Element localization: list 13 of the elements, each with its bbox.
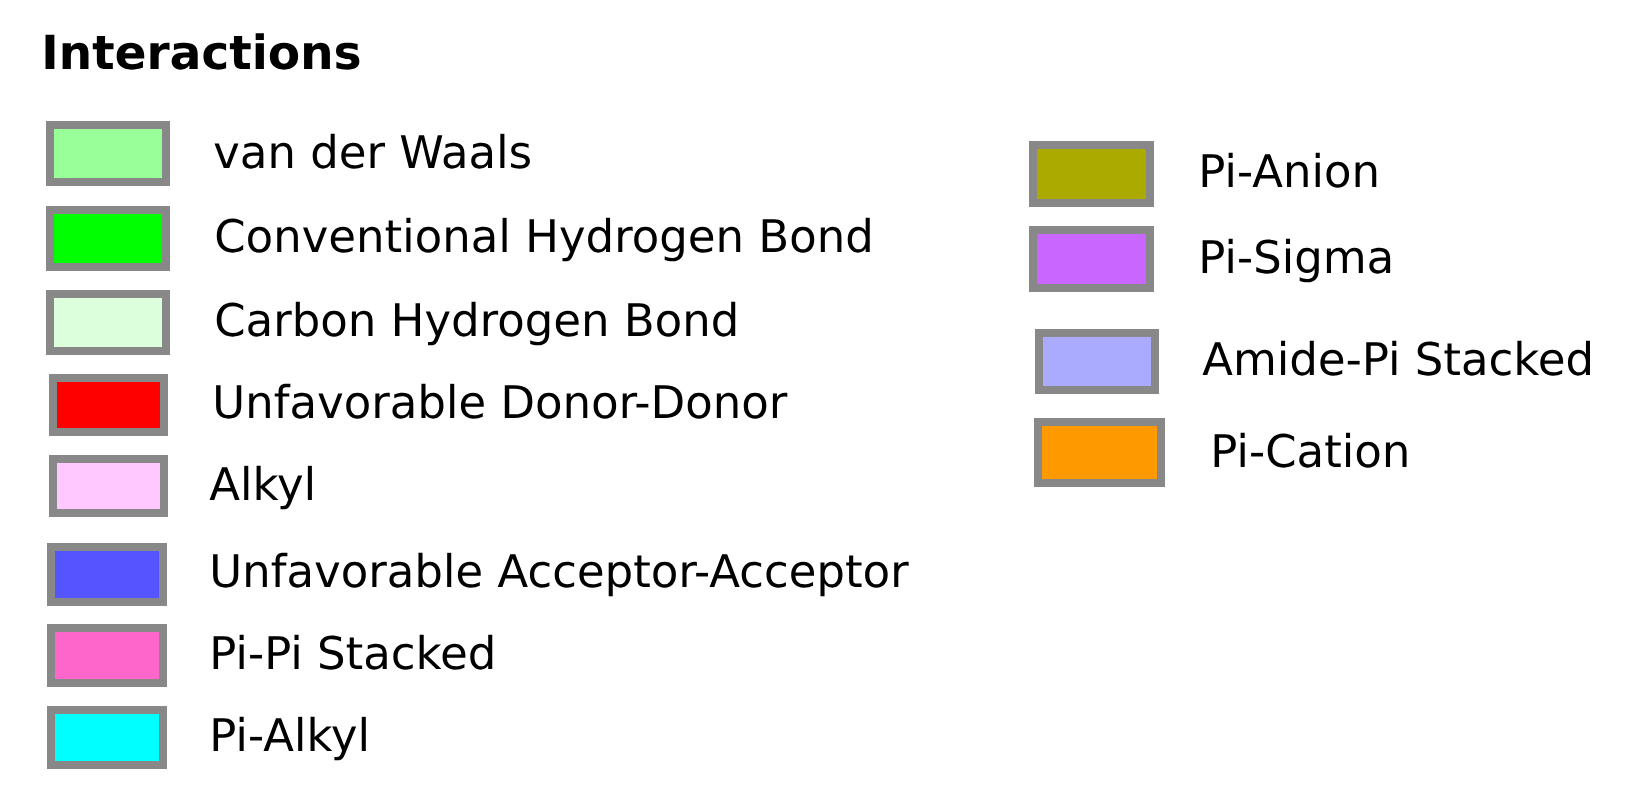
legend-label: van der Waals — [214, 133, 530, 169]
legend-label: Carbon Hydrogen Bond — [216, 301, 736, 346]
legend-label: Conventional Hydrogen Bond — [216, 217, 870, 262]
legend-label: Amide-Pi Stacked — [1202, 340, 1590, 376]
legend-label: Pi-Anion — [1202, 152, 1377, 188]
legend-label: Pi-Cation — [1214, 432, 1407, 468]
heading: Interactions — [45, 33, 360, 70]
legend-label: Unfavorable Acceptor-Acceptor — [213, 552, 909, 597]
legend-label: Pi-Alkyl — [213, 716, 366, 761]
legend-label: Pi-Pi Stacked — [213, 634, 493, 670]
legend-label: Pi-Sigma — [1202, 238, 1391, 283]
legend-label: Unfavorable Donor-Donor — [216, 383, 788, 419]
legend-label: Alkyl — [209, 465, 312, 510]
